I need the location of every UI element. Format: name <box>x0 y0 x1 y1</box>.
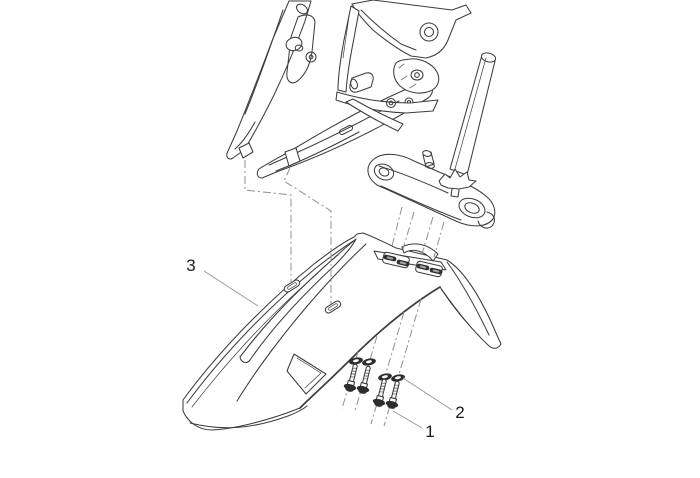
mount-tab <box>238 142 254 159</box>
screw <box>355 364 376 396</box>
alignment-dash-line <box>341 206 403 410</box>
alignment-dash-line <box>244 160 292 284</box>
screw <box>384 379 405 411</box>
clamp-body <box>367 153 496 227</box>
side-vent <box>286 353 327 395</box>
fasteners <box>342 356 406 411</box>
side-crease <box>236 243 367 402</box>
mount-tab <box>284 147 301 167</box>
strut <box>337 5 360 93</box>
alignment-dash-line <box>383 221 445 427</box>
star-washer <box>438 168 477 190</box>
steering-stem-tube <box>449 54 496 176</box>
fender-outline <box>182 232 502 431</box>
alignment-dash-line <box>283 167 332 304</box>
callouts: 3 2 1 <box>186 256 464 441</box>
leader-line-3 <box>203 270 259 307</box>
lower-triple-clamp <box>367 52 497 229</box>
washer <box>361 357 377 367</box>
leader-line-1 <box>392 410 423 429</box>
upper-bracket <box>335 0 472 132</box>
boss-hole <box>419 22 439 42</box>
callout-2-label: 2 <box>455 403 464 422</box>
spacer-cylinder <box>349 72 374 93</box>
left-fork-guard <box>226 0 317 160</box>
front-fender <box>182 232 502 431</box>
callout-3-label: 3 <box>186 256 195 275</box>
leader-line-2 <box>402 377 453 411</box>
callout-1-label: 1 <box>425 422 434 441</box>
